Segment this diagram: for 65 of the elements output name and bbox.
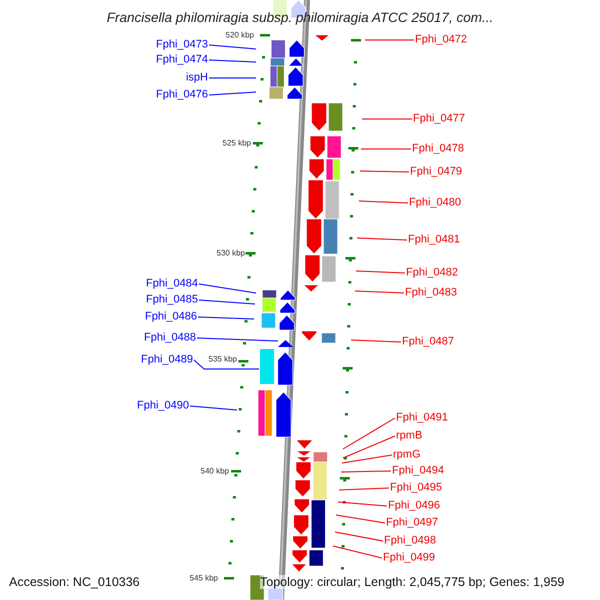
leader-line: [342, 436, 396, 458]
gene-label: Fphi_0481: [408, 234, 460, 246]
gene-label: Fphi_0490: [137, 400, 189, 412]
leader-line: [356, 238, 408, 240]
gene-label: Fphi_0495: [390, 482, 442, 494]
leader-line: [362, 118, 412, 120]
leader-line: [190, 406, 238, 410]
accession-text: Accession: NC_010336: [9, 575, 140, 589]
leader-line: [354, 290, 404, 294]
gene-label: Fphi_0488: [144, 332, 196, 344]
leader-line: [208, 44, 256, 50]
leader-line: [338, 502, 388, 506]
leader-line: [194, 360, 260, 370]
leader-line: [336, 514, 386, 524]
gene-label: rpmB: [396, 430, 422, 442]
leader-line: [208, 92, 256, 96]
gene-label: Fphi_0486: [145, 310, 197, 324]
gene-label: Fphi_0487: [402, 336, 454, 348]
gene-label: Fphi_0494: [392, 464, 444, 478]
leader-line: [356, 270, 406, 274]
scale-label: 540 kbp: [200, 466, 230, 476]
leader-line: [198, 300, 256, 304]
gene-label: Fphi_0474: [156, 54, 208, 66]
leader-line: [198, 284, 256, 294]
leader-line: [360, 170, 410, 172]
scale-label: 545 kbp: [188, 574, 219, 582]
gene-label: Fphi_0496: [388, 500, 440, 512]
gene-label: Fphi_0483: [405, 286, 457, 300]
gene-label: Fphi_0478: [412, 142, 464, 156]
leader-line: [196, 338, 278, 342]
gene-label: Fphi_0499: [383, 552, 435, 564]
gene-label: Fphi_0472: [415, 34, 467, 46]
gene-label: Fphi_0498: [384, 534, 436, 548]
leader-line: [360, 148, 412, 150]
leader-line: [342, 454, 392, 464]
leader-line: [198, 316, 254, 320]
gene-label: Fphi_0473: [156, 38, 208, 52]
gene-label: Fphi_0476: [156, 88, 208, 102]
leader-line: [332, 546, 382, 558]
scale-label: 530 kbp: [216, 248, 246, 258]
genome-summary-text: Topology: circular; Length: 2,045,775 bp; Genes: 1,959: [260, 575, 564, 589]
scale-label: 525 kbp: [222, 138, 252, 148]
leader-line: [350, 340, 402, 342]
leader-line: [342, 418, 396, 450]
leader-line: [334, 532, 384, 542]
gene-label: Fphi_0497: [386, 516, 438, 530]
gene-label: Fphi_0491: [396, 412, 448, 424]
gene-label: Fphi_0482: [406, 266, 458, 280]
gene-label: Fphi_0480: [409, 196, 461, 210]
leader-line: [338, 488, 390, 490]
scale-label: 520 kbp: [224, 30, 255, 40]
map-title: Francisella philomiragia subsp. philomiragia ATCC 25017, com...: [106, 10, 494, 25]
gene-label: Fphi_0485: [146, 294, 198, 306]
gene-label: Fphi_0489: [141, 354, 193, 366]
leader-line: [340, 470, 392, 472]
gene-label: Fphi_0484: [146, 278, 198, 290]
gene-label: Fphi_0479: [410, 166, 462, 178]
gene-box: [260, 349, 274, 384]
scale-label: 535 kbp: [208, 354, 238, 364]
leader-line: [208, 60, 256, 62]
gene-label: rpmG: [393, 448, 420, 462]
gene-arrow: [278, 340, 293, 347]
gene-label: ispH: [186, 72, 208, 84]
leader-line: [358, 200, 408, 204]
gene-label: Fphi_0477: [413, 112, 465, 126]
